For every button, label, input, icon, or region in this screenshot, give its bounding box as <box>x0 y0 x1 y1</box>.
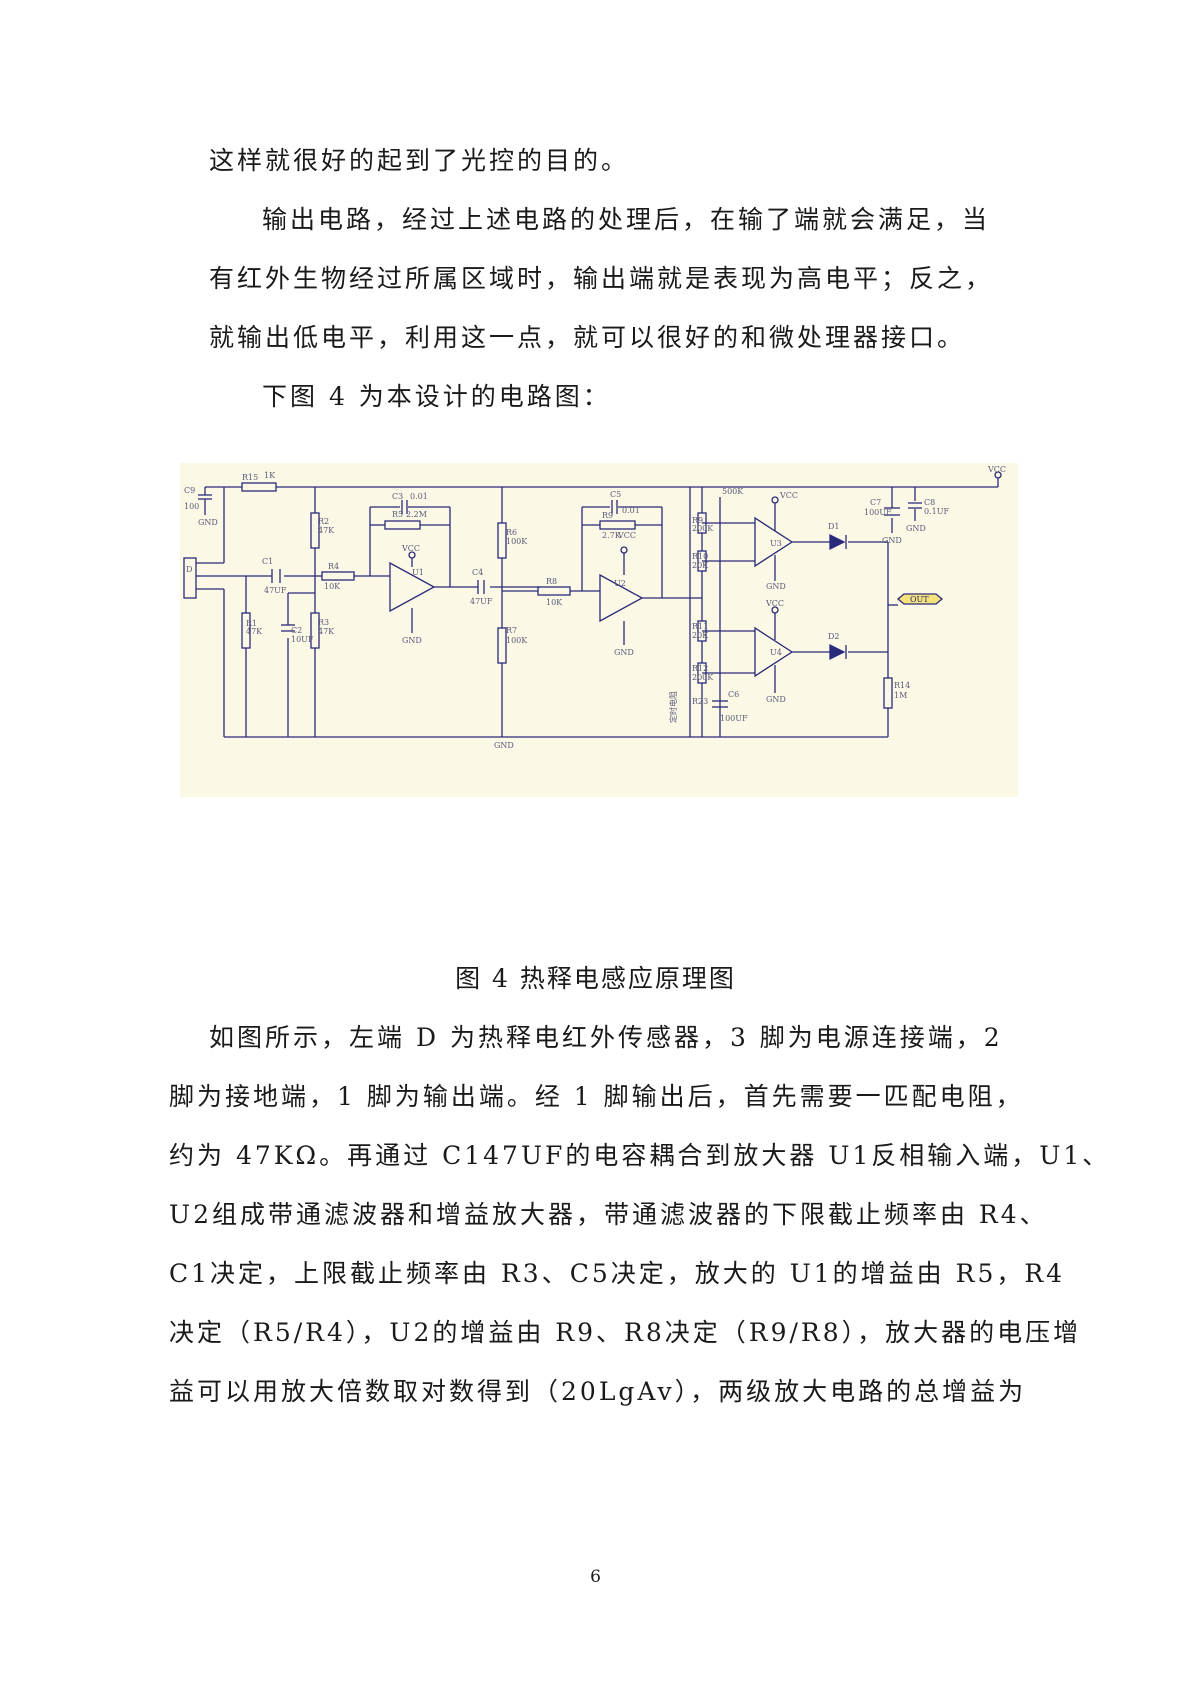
label-r9b-value: 200K <box>692 524 714 533</box>
label-r5-value: 2.2M <box>406 510 427 519</box>
paragraph-line: 有红外生物经过所属区域时，输出端就是表现为高电平；反之， <box>209 264 994 293</box>
label-c2: C2 <box>291 626 302 635</box>
label-r2-value: 47K <box>318 526 335 535</box>
label-r5: R5 <box>392 510 403 519</box>
wires <box>204 478 999 738</box>
label-r14: R14 <box>894 681 910 690</box>
label-r11: R11 <box>692 622 708 631</box>
label-vcc: VCC <box>779 491 798 500</box>
label-r6-value: 100K <box>506 537 528 546</box>
label-gnd: GND <box>766 695 786 704</box>
label-r1: R1 <box>246 619 257 628</box>
label-u3: U3 <box>770 539 782 548</box>
paragraph-line: 这样就很好的起到了光控的目的。 <box>209 146 630 175</box>
components <box>183 471 1002 711</box>
label-r4: R4 <box>328 562 339 571</box>
schematic-labels: C9 100 GND R15 1K VCC D C1 47UF R1 47K C… <box>184 465 1006 750</box>
label-c3: C3 <box>392 492 403 501</box>
schematic-svg: C9 100 GND R15 1K VCC D C1 47UF R1 47K C… <box>180 463 1018 797</box>
label-r12: R12 <box>692 664 708 673</box>
paragraph-line: 输出电路，经过上述电路的处理后，在输了端就会满足，当 <box>262 205 991 234</box>
label-u1: U1 <box>412 568 424 577</box>
label-c7-value: 100UF <box>864 508 892 517</box>
paragraph-line: 如图所示，左端 D 为热释电红外传感器，3 脚为电源连接端，2 <box>209 1023 1003 1052</box>
label-r15-value: 1K <box>264 471 276 480</box>
label-vcc: VCC <box>617 531 636 540</box>
label-c5: C5 <box>610 490 621 499</box>
label-r4-value: 10K <box>324 582 341 591</box>
label-c4: C4 <box>472 568 483 577</box>
paragraph-line: C1决定，上限截止频率由 R3、C5决定，放大的 U1的增益由 R5，R4 <box>169 1259 1066 1288</box>
paragraph-line: U2组成带通滤波器和增益放大器，带通滤波器的下限截止频率由 R4、 <box>169 1200 1048 1229</box>
label-r1-value: 47K <box>246 627 263 636</box>
label-d2: D2 <box>828 632 840 641</box>
page-number: 6 <box>590 1567 601 1587</box>
label-r11-value: 20K <box>692 631 709 640</box>
paragraph-line: 就输出低电平，利用这一点，就可以很好的和微处理器接口。 <box>209 323 966 352</box>
label-c6: C6 <box>728 690 739 699</box>
label-gnd: GND <box>766 582 786 591</box>
label-r9b: R9 <box>692 516 703 525</box>
label-r6: R6 <box>506 528 517 537</box>
paragraph-line: 脚为接地端，1 脚为输出端。经 1 脚输出后，首先需要一匹配电阻， <box>169 1082 1024 1111</box>
label-c5-value: 0.01 <box>622 506 640 515</box>
label-u4: U4 <box>770 648 782 657</box>
label-c6-value: 100UF <box>720 714 748 723</box>
label-c1-value: 47UF <box>264 586 287 595</box>
label-r9-value: 2.7K <box>602 531 622 540</box>
label-out: OUT <box>910 595 929 604</box>
paragraph-line: 约为 47KΩ。再通过 C147UF的电容耦合到放大器 U1反相输入端，U1、 <box>169 1141 1111 1170</box>
label-r14-value: 1M <box>894 691 907 700</box>
label-pot: 500K <box>722 487 744 496</box>
label-r12-value: 200K <box>692 673 714 682</box>
label-vcc: VCC <box>765 599 784 608</box>
label-r3: R3 <box>318 618 329 627</box>
label-r7: R7 <box>506 626 517 635</box>
circuit-schematic-figure: C9 100 GND R15 1K VCC D C1 47UF R1 47K C… <box>180 463 1018 797</box>
label-gnd: GND <box>614 648 634 657</box>
label-r8: R8 <box>546 577 557 586</box>
label-r23: R23 <box>692 697 708 706</box>
paragraph-line: 益可以用放大倍数取对数得到（20LgAv），两级放大电路的总增益为 <box>169 1377 1027 1406</box>
label-r9: R9 <box>602 511 613 520</box>
paragraph-line: 决定（R5/R4），U2的增益由 R9、R8决定（R9/R8），放大器的电压增 <box>169 1318 1082 1347</box>
label-c4-value: 47UF <box>470 597 493 606</box>
label-r7-value: 100K <box>506 636 528 645</box>
label-u2: U2 <box>614 579 626 588</box>
schematic-background <box>180 463 1018 797</box>
label-gnd: GND <box>402 636 422 645</box>
label-r10-value: 20K <box>692 561 709 570</box>
label-sensor-d: D <box>186 565 192 574</box>
label-c1: C1 <box>262 557 273 566</box>
label-r8-value: 10K <box>546 598 563 607</box>
label-c8: C8 <box>924 498 935 507</box>
label-r15: R15 <box>242 473 258 482</box>
label-c8-value: 0.1UF <box>924 507 949 516</box>
label-c2-value: 10UF <box>291 635 314 644</box>
label-r2: R2 <box>318 517 329 526</box>
label-c9-value: 100 <box>184 502 199 511</box>
label-c7: C7 <box>870 498 881 507</box>
label-c3-value: 0.01 <box>410 492 428 501</box>
label-gnd: GND <box>494 741 514 750</box>
figure-caption: 图 4 热释电感应原理图 <box>455 964 736 993</box>
label-vcc: VCC <box>987 465 1006 474</box>
paragraph-line: 下图 4 为本设计的电路图： <box>262 382 611 411</box>
label-vcc: VCC <box>401 544 420 553</box>
label-gnd: GND <box>198 518 218 527</box>
label-c9: C9 <box>184 486 195 495</box>
label-r3-value: 47K <box>318 627 335 636</box>
label-gnd: GND <box>906 524 926 533</box>
label-d1: D1 <box>828 522 840 531</box>
label-timing-resistor: 定时电阻 <box>668 691 678 723</box>
label-r10: R10 <box>692 552 708 561</box>
label-gnd: GND <box>882 536 902 545</box>
